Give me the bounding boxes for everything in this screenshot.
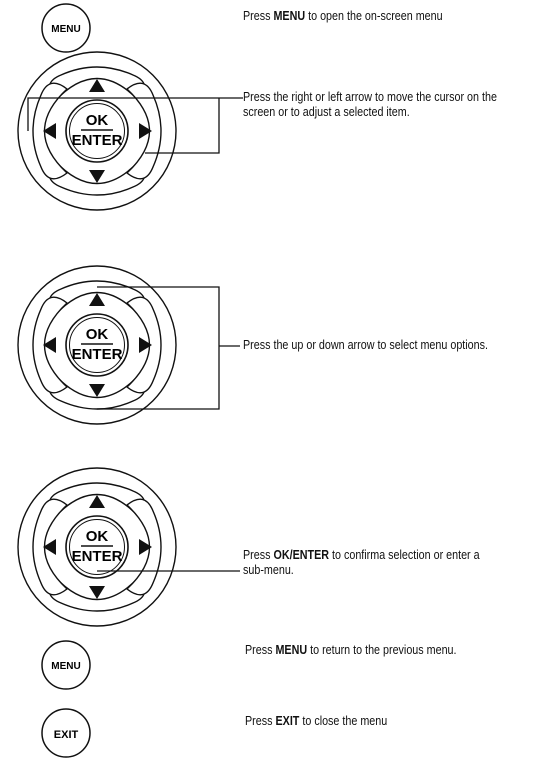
instruction-text: Press <box>245 643 276 657</box>
enter-label: ENTER <box>72 132 123 149</box>
dpad-up-down: OK ENTER <box>17 265 177 425</box>
exit-button[interactable]: EXIT <box>41 708 91 758</box>
instruction-line: sub-menu. <box>243 563 294 577</box>
instruction-text: Press <box>243 9 274 23</box>
instruction-text: Press the up or down arrow to select men… <box>243 338 488 352</box>
instruction-line: screen or to adjust a selected item. <box>243 105 410 119</box>
instruction-left-right: Press the right or left arrow to move th… <box>243 90 497 120</box>
instruction-text: Press <box>243 548 274 562</box>
ok-label: OK <box>86 528 109 545</box>
dpad-left-right: OK ENTER <box>17 51 177 211</box>
callout-up-down <box>97 286 240 410</box>
instruction-text: to open the on-screen menu <box>305 9 443 23</box>
instruction-menu-return: Press MENU to return to the previous men… <box>245 643 457 658</box>
instruction-up-down: Press the up or down arrow to select men… <box>243 338 488 353</box>
ok-enter-button[interactable]: OK ENTER <box>72 326 123 363</box>
instruction-exit-close: Press EXIT to close the menu <box>245 714 387 729</box>
enter-label: ENTER <box>72 346 123 363</box>
instruction-text: to confirma selection or enter a <box>329 548 480 562</box>
exit-button-label: EXIT <box>54 729 79 741</box>
instruction-text: to close the menu <box>299 714 388 728</box>
menu-button-top[interactable]: MENU <box>41 3 91 53</box>
instruction-ok-enter: Press OK/ENTER to confirma selection or … <box>243 548 480 578</box>
ok-label: OK <box>86 112 109 129</box>
instruction-key: MENU <box>275 643 308 657</box>
instruction-line: Press the right or left arrow to move th… <box>243 90 497 104</box>
instruction-key: MENU <box>273 9 306 23</box>
dpad-ok-enter: OK ENTER <box>17 467 177 627</box>
instruction-text: Press <box>245 714 276 728</box>
callout-left-right <box>27 97 243 154</box>
instruction-menu-open: Press MENU to open the on-screen menu <box>243 9 443 24</box>
menu-button-label: MENU <box>51 661 80 672</box>
instruction-key: OK/ENTER <box>273 548 330 562</box>
menu-button-label: MENU <box>51 24 80 35</box>
enter-label: ENTER <box>72 548 123 565</box>
instruction-text: to return to the previous menu. <box>307 643 457 657</box>
ok-enter-button[interactable]: OK ENTER <box>72 528 123 565</box>
ok-label: OK <box>86 326 109 343</box>
ok-enter-button[interactable]: OK ENTER <box>72 112 123 149</box>
instruction-key: EXIT <box>275 714 300 728</box>
menu-button-return[interactable]: MENU <box>41 640 91 690</box>
